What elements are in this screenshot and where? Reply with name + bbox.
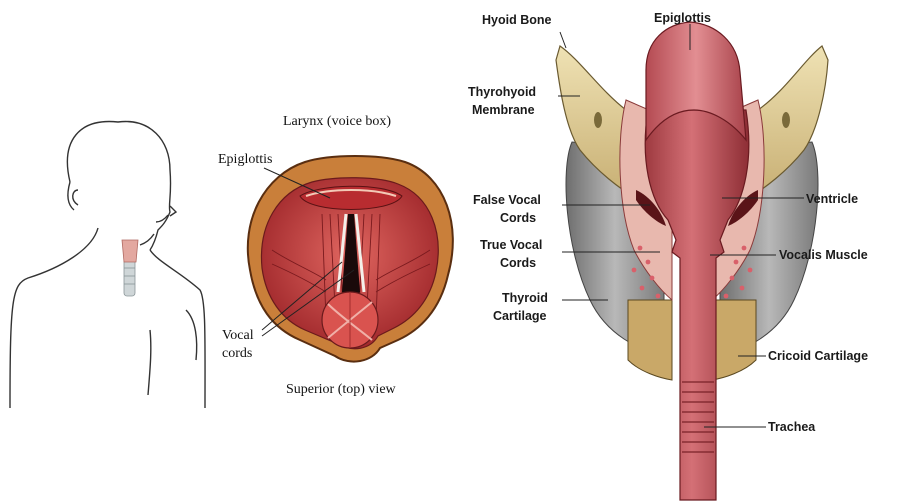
label-false-vocal-line1: False Vocal	[473, 192, 541, 208]
superior-view-caption: Superior (top) view	[286, 382, 396, 398]
label-thyrohyoid-line2: Membrane	[472, 102, 535, 118]
label-hyoid-bone: Hyoid Bone	[482, 12, 551, 28]
label-thyrohyoid-line1: Thyrohyoid	[468, 84, 536, 100]
label-true-vocal-line2: Cords	[500, 255, 536, 271]
label-thyroid-line1: Thyroid	[502, 290, 548, 306]
neck-larynx-icon	[122, 240, 138, 296]
label-cricoid-cartilage: Cricoid Cartilage	[768, 348, 868, 364]
larynx-title: Larynx (voice box)	[283, 114, 391, 130]
label-false-vocal-line2: Cords	[500, 210, 536, 226]
label-true-vocal-line1: True Vocal	[480, 237, 542, 253]
label-epiglottis: Epiglottis	[654, 10, 711, 26]
label-trachea: Trachea	[768, 419, 815, 435]
label-thyroid-line2: Cartilage	[493, 308, 547, 324]
label-vocalis-muscle: Vocalis Muscle	[779, 247, 868, 263]
label-epiglottis-superior: Epiglottis	[218, 152, 272, 168]
label-ventricle: Ventricle	[806, 191, 858, 207]
superior-view-larynx	[248, 156, 453, 362]
person-silhouette	[10, 122, 205, 408]
label-vocal-cords-line1: Vocal	[222, 328, 254, 344]
label-vocal-cords-line2: cords	[222, 346, 252, 362]
